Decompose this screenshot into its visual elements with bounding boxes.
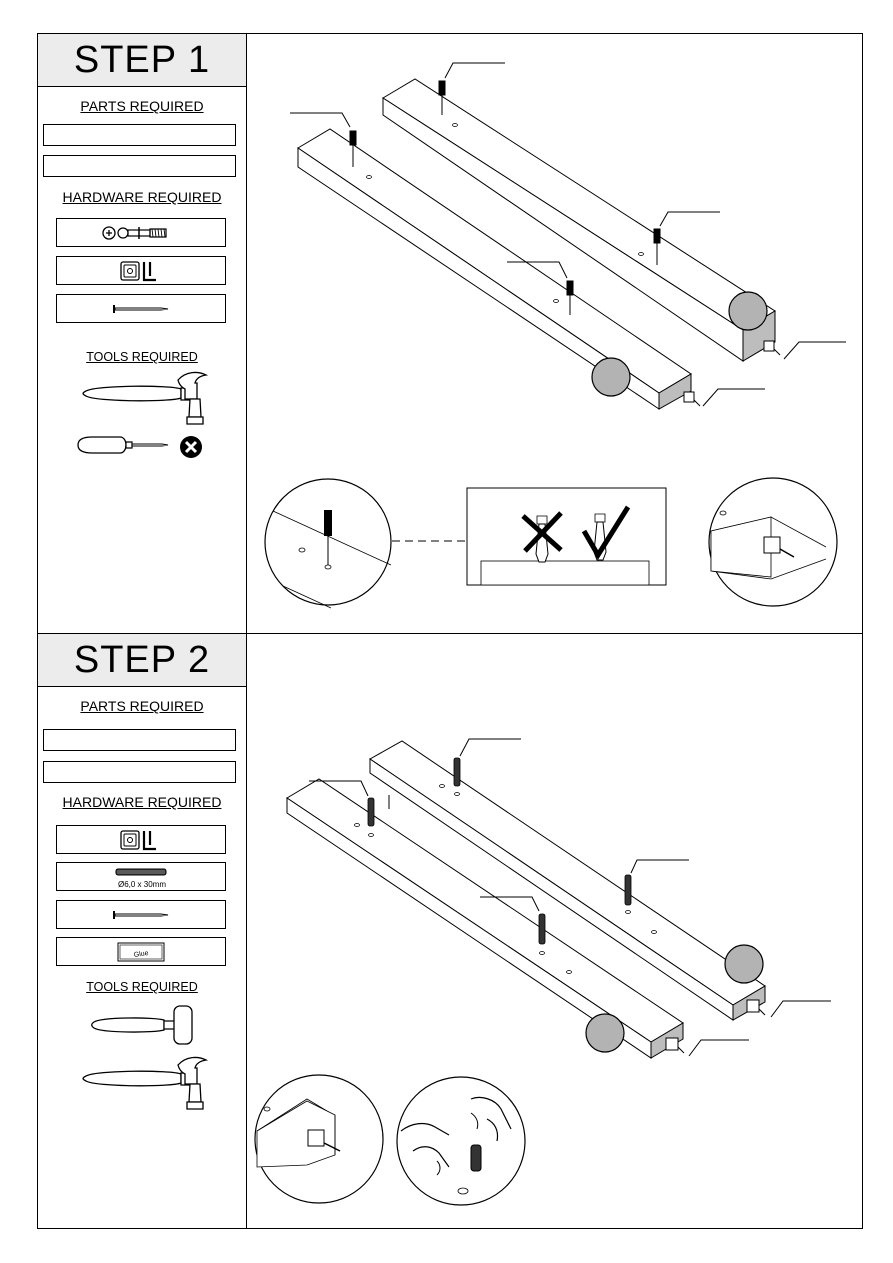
cam-bolt-box (56, 218, 226, 247)
cam-lock-with-allen-key-icon (120, 829, 156, 850)
detail-cam-lock (254, 1074, 384, 1204)
hammer-icon (82, 371, 209, 425)
mallet-icon (91, 1005, 193, 1045)
nail-box (56, 294, 226, 323)
step-1-diagram (264, 62, 846, 609)
step-1-title: STEP 1 (38, 34, 246, 87)
detail-dowel-insertion (396, 1076, 526, 1206)
step-2-sidebar: STEP 2 PARTS REQUIRED HARDWARE REQUIRED … (38, 634, 247, 1228)
part-slot-1 (43, 729, 236, 751)
step-2-diagram (254, 738, 831, 1206)
cam-locks (665, 999, 766, 1054)
board-back (382, 78, 776, 362)
step-2-panel: STEP 2 PARTS REQUIRED HARDWARE REQUIRED … (37, 633, 863, 1229)
step-1-panel: STEP 1 PARTS REQUIRED HARDWARE REQUIRED (37, 33, 863, 634)
part-slot-2 (43, 761, 236, 783)
part-label-circle-b (585, 1013, 625, 1053)
detail-wrong-right (466, 487, 667, 586)
board-front (297, 128, 692, 410)
step-2-title: STEP 2 (38, 634, 246, 687)
dowel-size-label: Ø6,0 x 30mm (117, 880, 166, 889)
hardware-required-heading: HARDWARE REQUIRED (62, 794, 222, 810)
cam-bolts (349, 80, 661, 315)
dowel-icon (115, 868, 167, 876)
part-label-circle-a (724, 944, 764, 984)
detail-cam-lock (708, 477, 838, 607)
nail-box (56, 900, 226, 929)
cam-bolt-icon (102, 225, 167, 240)
screwdriver-icon (77, 436, 169, 454)
cam-locks (683, 340, 781, 407)
cam-lock-box (56, 825, 226, 854)
hardware-required-heading: HARDWARE REQUIRED (62, 189, 222, 205)
part-label-circle-b (591, 357, 631, 397)
part-label-circle-a (728, 291, 768, 331)
hammer-icon (82, 1056, 209, 1110)
check-mark-icon (581, 505, 631, 560)
detail-bolt-insertion (264, 478, 392, 609)
nail-icon (113, 304, 169, 313)
cam-lock-box (56, 256, 226, 285)
part-slot-2 (43, 155, 236, 177)
part-slot-1 (43, 124, 236, 146)
wrong-mark-icon (521, 511, 563, 553)
glue-label: Glue (133, 949, 149, 958)
parts-required-heading: PARTS REQUIRED (80, 698, 204, 714)
dowels (367, 757, 632, 945)
glue-icon: Glue (117, 942, 165, 961)
parts-required-heading: PARTS REQUIRED (80, 98, 204, 114)
glue-box: Glue (56, 937, 226, 966)
tools-required-heading: TOOLS REQUIRED (86, 350, 198, 364)
cam-lock-with-allen-key-icon (120, 260, 156, 281)
step-1-sidebar: STEP 1 PARTS REQUIRED HARDWARE REQUIRED (38, 34, 247, 633)
dowel-box: Ø6,0 x 30mm (56, 862, 226, 891)
board-back (369, 740, 766, 1021)
nail-icon (113, 910, 169, 919)
tools-required-heading: TOOLS REQUIRED (86, 980, 198, 994)
prohibited-icon (180, 436, 202, 458)
